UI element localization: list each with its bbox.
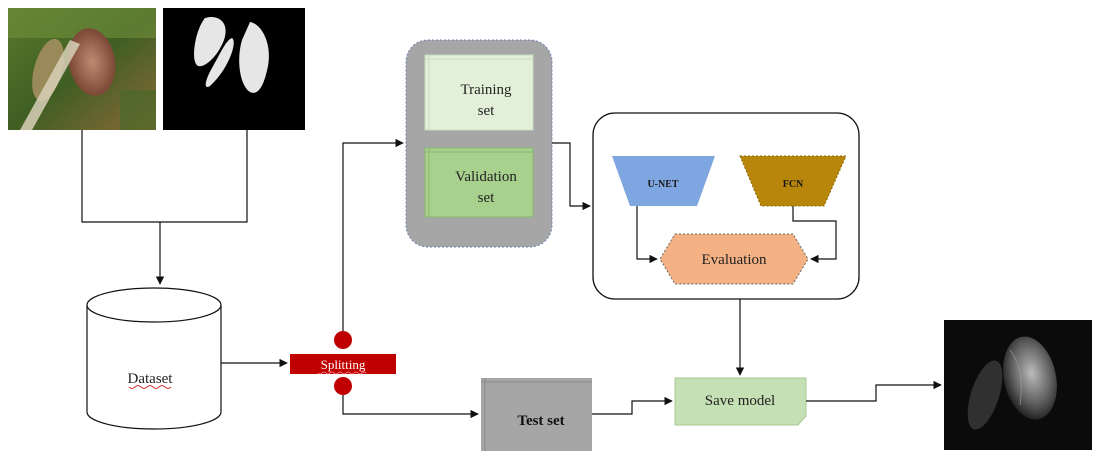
- test-label: Test set: [517, 413, 564, 429]
- training-label-line1: Training: [460, 82, 512, 98]
- sets-to-models-arrow: [552, 142, 591, 211]
- dataset-label: Dataset: [128, 371, 174, 387]
- splitting-to-test-arrow: [342, 395, 479, 419]
- training-set-box: [424, 54, 534, 131]
- test-to-save-arrow: [592, 396, 673, 415]
- save-to-output-arrow: [806, 380, 942, 402]
- test-set-box: Test set: [481, 378, 592, 451]
- splitting-block: Splitting: [290, 331, 396, 395]
- save-label: Save model: [705, 393, 775, 409]
- save-model-box: Save model: [674, 377, 807, 426]
- fcn-label: FCN: [783, 179, 804, 190]
- validation-label-line1: Validation: [455, 169, 517, 185]
- splitting-label: Splitting: [321, 357, 366, 372]
- models-box: U-NET FCN Evaluation: [592, 112, 860, 300]
- evaluation-block: [659, 233, 809, 285]
- output-image: [944, 320, 1092, 450]
- validation-set-box: [424, 147, 534, 218]
- input-photo: [8, 8, 156, 130]
- sets-container: Training set Validation set: [405, 39, 553, 248]
- splitting-to-sets-arrow: [342, 138, 404, 331]
- training-label-line2: set: [478, 103, 495, 119]
- evaluation-label: Evaluation: [702, 252, 767, 268]
- fcn-block: [739, 155, 847, 207]
- unet-block: [612, 156, 715, 206]
- image-merge-connector: [81, 130, 248, 285]
- mask-image: [163, 8, 305, 130]
- dataset-cylinder: Dataset: [86, 287, 222, 430]
- unet-label: U-NET: [647, 179, 678, 190]
- validation-label-line2: set: [478, 190, 495, 206]
